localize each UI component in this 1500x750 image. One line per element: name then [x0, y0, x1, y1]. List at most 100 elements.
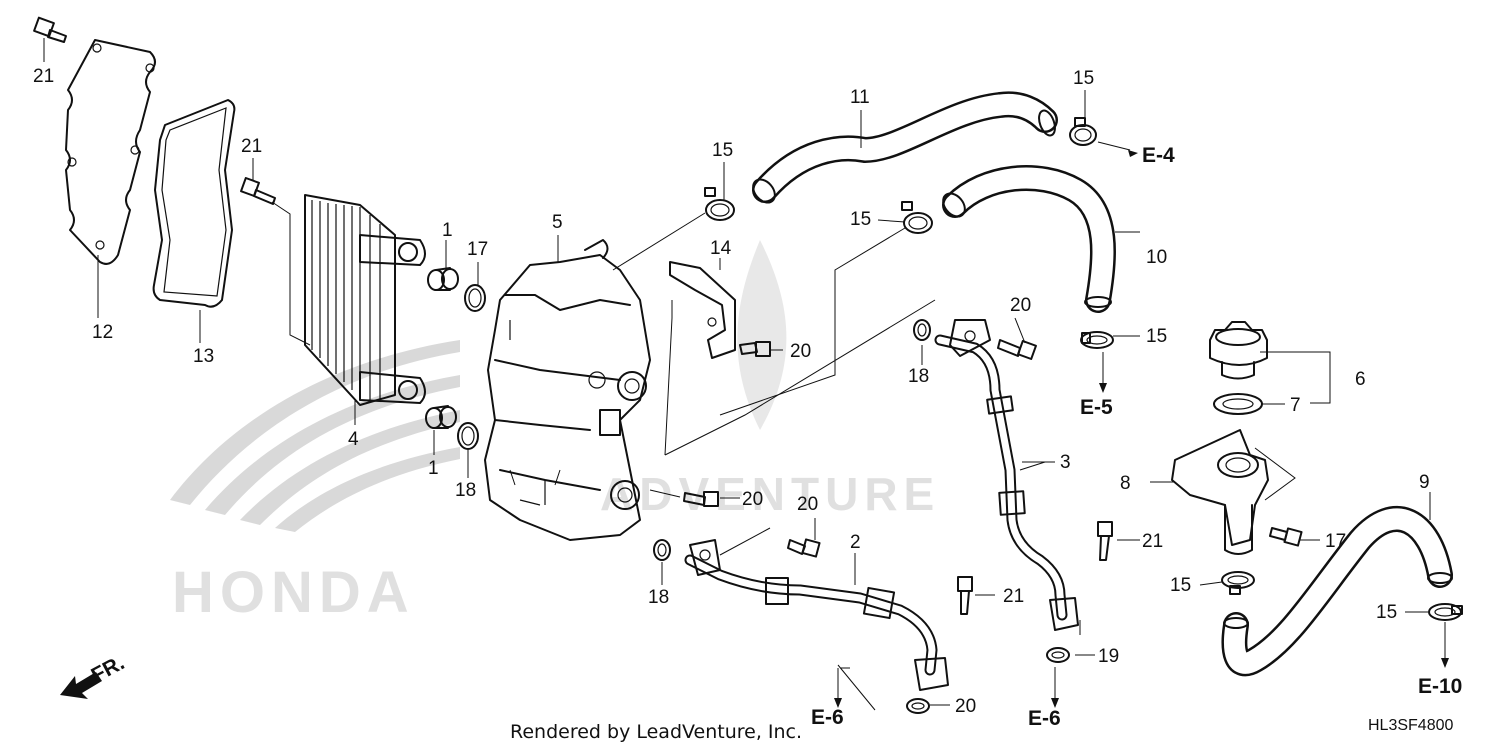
- washer-18-c: [1046, 647, 1070, 663]
- clamp-15-b: [704, 187, 735, 221]
- arrow-e6b: [1051, 698, 1059, 708]
- label-p15b: 15: [850, 209, 871, 230]
- label-p7: 7: [1290, 395, 1301, 416]
- cover-plate-8: [65, 39, 156, 265]
- label-p10: 8: [1120, 473, 1131, 494]
- bolt-20-a: [997, 339, 1037, 360]
- o-ring-17-upper-inner: [468, 288, 482, 308]
- filler-cap-6: [1209, 321, 1268, 380]
- label-p13: 11: [850, 87, 870, 108]
- label-p19: 20: [790, 341, 811, 362]
- washer-18-a: [913, 319, 931, 341]
- washer-18-d: [906, 698, 930, 714]
- bolt-20-c: [787, 538, 821, 558]
- pipe-3-fitting: [949, 319, 1079, 631]
- label-p20c: 20: [797, 494, 818, 515]
- label-p15e: 15: [1170, 575, 1191, 596]
- bolt-20-d: [1097, 521, 1113, 561]
- label-p1a: 1: [442, 220, 453, 241]
- bolt-20-e: [957, 576, 973, 615]
- housing-5: [484, 239, 651, 541]
- arrow-e5: [1099, 383, 1107, 393]
- label-p18d: 20: [955, 696, 976, 717]
- pipe-3: [934, 334, 1068, 621]
- gasket-9-inner: [161, 107, 227, 297]
- clamp-15-a: [1069, 117, 1097, 146]
- cover-hole: [130, 145, 140, 155]
- label-p15f: 15: [1376, 602, 1397, 623]
- sleeve-1-lower: [425, 405, 457, 429]
- label-p5: 5: [552, 212, 563, 233]
- hose-12-end: [942, 192, 966, 218]
- cover-hole: [145, 63, 155, 73]
- label-p6: 6: [1355, 369, 1366, 390]
- arrow-e4: [1128, 150, 1138, 157]
- honda-watermark-text: HONDA: [172, 560, 415, 625]
- label-p18c: 19: [1098, 646, 1119, 667]
- bracket-14: [669, 261, 736, 359]
- label-p21a: 21: [33, 66, 54, 87]
- cover-hole: [95, 240, 105, 250]
- ref-e5: E-5: [1080, 396, 1113, 419]
- clamp-15-c: [901, 201, 933, 234]
- sleeve-1-upper: [427, 267, 459, 291]
- o-ring-17-upper: [464, 284, 486, 312]
- label-p11: 9: [1419, 472, 1430, 493]
- bolt-19: [739, 341, 771, 357]
- seal-7: [1213, 393, 1263, 415]
- label-p18a: 18: [908, 366, 929, 387]
- label-p17a: 17: [467, 239, 488, 260]
- label-p12: 10: [1146, 247, 1167, 268]
- label-p2: 2: [850, 532, 861, 553]
- ref-e6a: E-6: [811, 706, 844, 729]
- label-p3: 3: [1060, 452, 1071, 473]
- label-p15d: 15: [1146, 326, 1167, 347]
- label-p20e: 21: [1003, 586, 1024, 607]
- arrow-e10: [1441, 658, 1449, 668]
- label-p21b: 21: [241, 136, 262, 157]
- bolt-20-b: [683, 491, 719, 507]
- washer-18-b: [653, 539, 671, 561]
- oil-cooler-4: [304, 194, 426, 406]
- ref-e10: E-10: [1418, 675, 1462, 698]
- adventure-watermark: ADVENTURE: [600, 240, 940, 520]
- o-ring-17-lower: [457, 422, 479, 450]
- gasket-9: [152, 99, 236, 308]
- cover-hole: [67, 157, 77, 167]
- bolt-21-top: [33, 16, 67, 43]
- ref-e6b: E-6: [1028, 707, 1061, 730]
- label-p9: 13: [193, 346, 214, 367]
- footer-credit: Rendered by LeadVenture, Inc.: [510, 721, 802, 743]
- honda-watermark: HONDA: [170, 340, 460, 625]
- label-p20b: 20: [742, 489, 763, 510]
- ref-e4: E-4: [1142, 144, 1175, 167]
- bolt-21-oilcooler: [240, 177, 276, 205]
- label-p8: 12: [92, 322, 113, 343]
- label-p15c: 15: [1073, 68, 1094, 89]
- diagram-code: HL3SF4800: [1368, 717, 1453, 734]
- label-p20d: 21: [1142, 531, 1163, 552]
- label-p17b: 18: [455, 480, 476, 501]
- pipe-2-fitting: [689, 539, 949, 691]
- label-p15a: 15: [712, 140, 733, 161]
- hose-13-end: [752, 178, 776, 204]
- label-p20a: 20: [1010, 295, 1031, 316]
- front-arrow-icon: [60, 672, 102, 699]
- label-p4: 4: [348, 429, 359, 450]
- label-p18b: 18: [648, 587, 669, 608]
- clamp-15-f: [1428, 603, 1463, 621]
- arrow-e6a: [834, 698, 842, 708]
- clamp-15-e: [1221, 571, 1255, 595]
- adventure-watermark-text: ADVENTURE: [600, 468, 940, 520]
- bracket-hole: [707, 317, 717, 327]
- label-p16: 17: [1325, 531, 1346, 552]
- o-ring-17-lower-inner: [461, 426, 475, 446]
- hose-11-end: [1223, 617, 1249, 629]
- bolt-16: [1269, 527, 1303, 547]
- label-p1b: 1: [428, 458, 439, 479]
- clamp-15-d: [1080, 331, 1114, 349]
- hose-12-end: [1084, 296, 1112, 308]
- part-labels: 21 12 13 21 4 1 17 1 18 5 15 14 20 11 15…: [33, 66, 1430, 717]
- reference-labels: E-4 E-5 E-6 E-6 E-10: [811, 144, 1462, 730]
